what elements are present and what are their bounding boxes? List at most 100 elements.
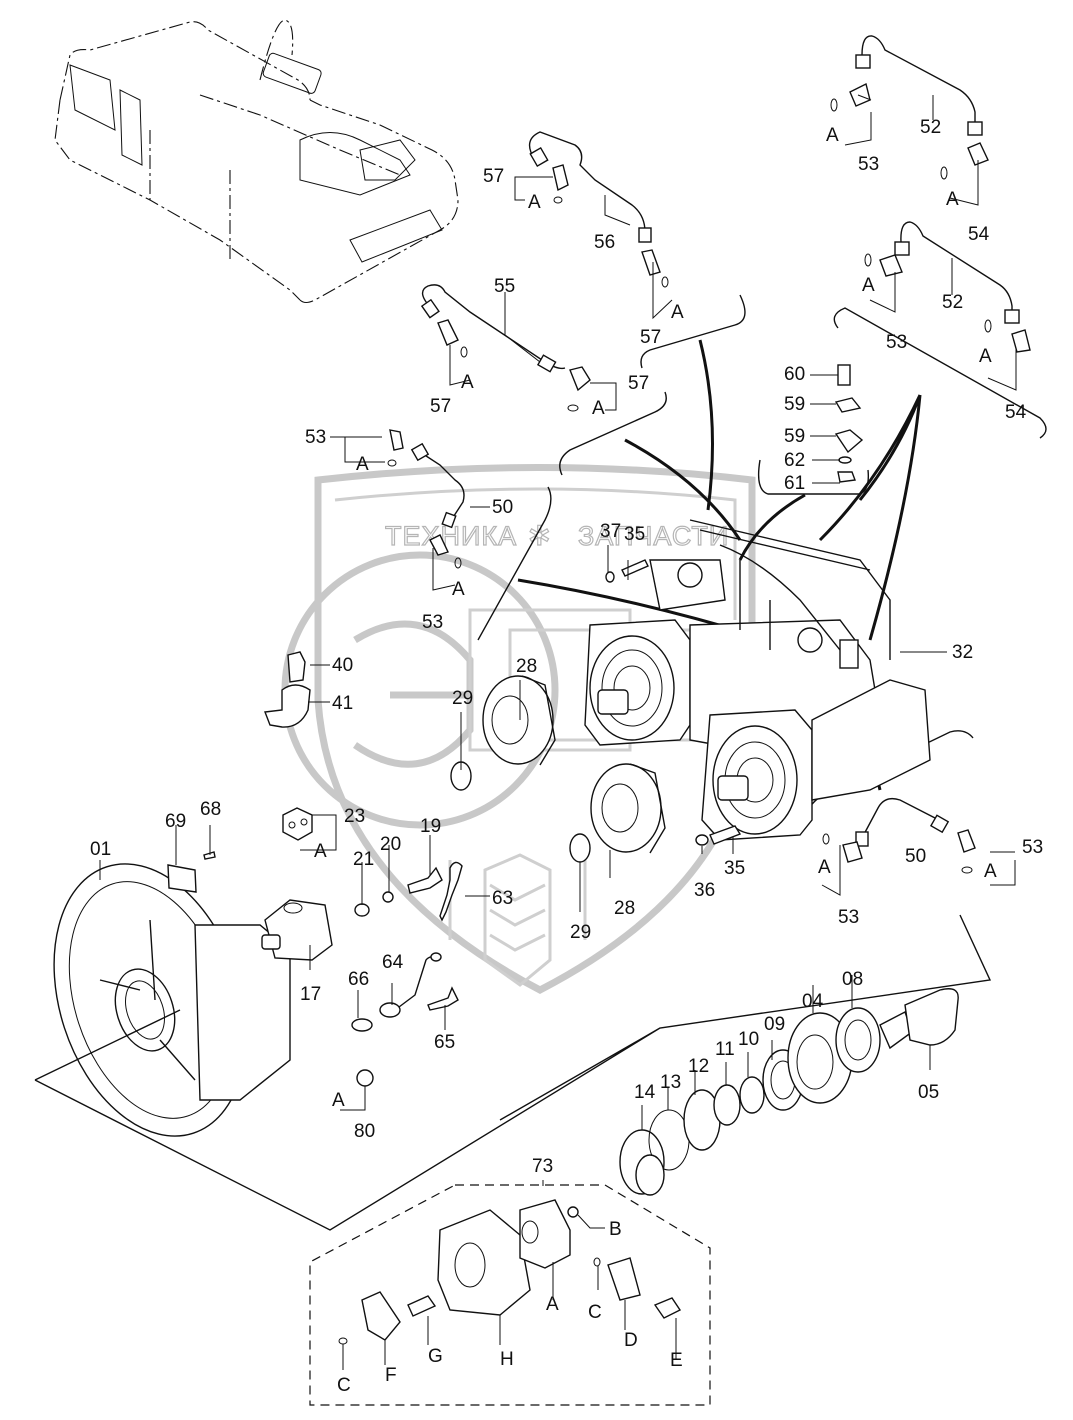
oring-label: A bbox=[826, 125, 839, 146]
plug-80 bbox=[356, 1069, 374, 1087]
bearing-08 bbox=[835, 1007, 881, 1073]
callout-41[interactable]: 41 bbox=[332, 693, 353, 714]
gear-pump-17 bbox=[261, 899, 333, 961]
callout-53-a[interactable]: 53 bbox=[858, 154, 879, 175]
callout-12[interactable]: 12 bbox=[688, 1056, 709, 1077]
callout-56[interactable]: 56 bbox=[594, 232, 615, 253]
callout-36[interactable]: 36 bbox=[694, 880, 715, 901]
callout-59-b[interactable]: 59 bbox=[784, 426, 805, 447]
oring-markers: A A A A A A A A A A A A A A bbox=[314, 125, 997, 1111]
callout-20[interactable]: 20 bbox=[380, 834, 401, 855]
washer-36 bbox=[695, 834, 709, 846]
washer-20 bbox=[382, 891, 394, 903]
oring-label: A bbox=[671, 302, 684, 323]
kit-letter-H[interactable]: H bbox=[500, 1349, 514, 1370]
callout-29-lower[interactable]: 29 bbox=[570, 922, 591, 943]
callout-01[interactable]: 01 bbox=[90, 839, 111, 860]
callout-60[interactable]: 60 bbox=[784, 364, 805, 385]
callout-19[interactable]: 19 bbox=[420, 816, 441, 837]
callout-54-upper[interactable]: 54 bbox=[968, 224, 990, 245]
callout-53-d[interactable]: 53 bbox=[422, 612, 443, 633]
kit-letter-A[interactable]: A bbox=[546, 1294, 559, 1315]
transmission-housing-01 bbox=[53, 863, 291, 1137]
washer-21 bbox=[354, 903, 370, 917]
callout-32[interactable]: 32 bbox=[952, 642, 973, 663]
callout-17[interactable]: 17 bbox=[300, 984, 321, 1005]
callouts: 01 04 05 08 09 10 11 12 13 14 17 19 20 2… bbox=[90, 117, 1043, 1177]
callout-57-c[interactable]: 57 bbox=[628, 373, 649, 394]
washer-37 bbox=[605, 571, 615, 583]
excavator-location-thumbnail bbox=[54, 19, 459, 304]
gear-28-lower bbox=[590, 763, 666, 854]
callout-69[interactable]: 69 bbox=[165, 811, 186, 832]
callout-61[interactable]: 61 bbox=[784, 473, 805, 494]
callout-57-d[interactable]: 57 bbox=[430, 396, 451, 417]
watermark-gear-symbol: ✲ bbox=[528, 521, 552, 551]
bolt-35-upper bbox=[621, 559, 649, 577]
callout-53-e[interactable]: 53 bbox=[1022, 837, 1043, 858]
kit-letter-C-right[interactable]: C bbox=[588, 1302, 602, 1323]
callout-11[interactable]: 11 bbox=[715, 1039, 735, 1060]
callout-40[interactable]: 40 bbox=[332, 655, 353, 676]
oring-label: A bbox=[332, 1090, 345, 1111]
hose-assembly-56 bbox=[528, 131, 669, 288]
callout-08[interactable]: 08 bbox=[842, 969, 863, 990]
callout-37[interactable]: 37 bbox=[600, 521, 621, 542]
callout-59-a[interactable]: 59 bbox=[784, 394, 805, 415]
callout-55[interactable]: 55 bbox=[494, 276, 515, 297]
kit-letter-F[interactable]: F bbox=[385, 1365, 397, 1386]
callout-23[interactable]: 23 bbox=[344, 806, 365, 827]
callout-53-b[interactable]: 53 bbox=[886, 332, 907, 353]
circlip-10 bbox=[739, 1076, 765, 1114]
oring-label: A bbox=[356, 454, 369, 475]
oring-label: A bbox=[946, 189, 959, 210]
kit-letter-D[interactable]: D bbox=[624, 1330, 638, 1351]
gasket-66 bbox=[351, 1018, 373, 1032]
callout-63[interactable]: 63 bbox=[492, 888, 513, 909]
callout-28-upper[interactable]: 28 bbox=[516, 656, 537, 677]
kit-letter-G[interactable]: G bbox=[428, 1346, 443, 1367]
callout-53-f[interactable]: 53 bbox=[838, 907, 859, 928]
kit-letter-B[interactable]: B bbox=[609, 1219, 622, 1240]
callout-35-upper[interactable]: 35 bbox=[624, 524, 645, 545]
callout-64[interactable]: 64 bbox=[382, 952, 404, 973]
callout-57-a[interactable]: 57 bbox=[483, 166, 504, 187]
callout-54-lower[interactable]: 54 bbox=[1005, 402, 1027, 423]
callout-09[interactable]: 09 bbox=[764, 1014, 785, 1035]
gear-28-upper bbox=[482, 675, 556, 766]
callout-04[interactable]: 04 bbox=[802, 991, 824, 1012]
hydraulic-pump-assembly bbox=[584, 519, 931, 841]
callout-21[interactable]: 21 bbox=[353, 849, 374, 870]
kit-letter-C-left[interactable]: C bbox=[337, 1375, 351, 1396]
callout-14[interactable]: 14 bbox=[634, 1082, 656, 1103]
callout-10[interactable]: 10 bbox=[738, 1029, 759, 1050]
callout-13[interactable]: 13 bbox=[660, 1072, 681, 1093]
callout-62[interactable]: 62 bbox=[784, 450, 805, 471]
oring-label: A bbox=[528, 192, 541, 213]
callout-50-left[interactable]: 50 bbox=[492, 497, 513, 518]
callout-65[interactable]: 65 bbox=[434, 1032, 455, 1053]
callout-29-upper[interactable]: 29 bbox=[452, 688, 473, 709]
callout-73[interactable]: 73 bbox=[532, 1156, 553, 1177]
callout-66[interactable]: 66 bbox=[348, 969, 369, 990]
callout-50-right[interactable]: 50 bbox=[905, 846, 926, 867]
callout-68[interactable]: 68 bbox=[200, 799, 221, 820]
pipe-64 bbox=[379, 952, 442, 1018]
coupling-kit-parts bbox=[338, 1154, 682, 1345]
oring-label: A bbox=[452, 579, 465, 600]
oring-label: A bbox=[862, 275, 875, 296]
callout-52-lower[interactable]: 52 bbox=[942, 292, 963, 313]
callout-80[interactable]: 80 bbox=[354, 1121, 375, 1142]
leader-lines bbox=[99, 94, 1017, 1370]
pin-68 bbox=[203, 851, 216, 860]
callout-57-b[interactable]: 57 bbox=[640, 327, 661, 348]
callout-35-lower[interactable]: 35 bbox=[724, 858, 745, 879]
oring-label: A bbox=[818, 857, 831, 878]
callout-28-lower[interactable]: 28 bbox=[614, 898, 635, 919]
callout-52-upper[interactable]: 52 bbox=[920, 117, 941, 138]
kit-letter-E[interactable]: E bbox=[670, 1350, 683, 1371]
bolt-19 bbox=[407, 866, 443, 894]
callout-05[interactable]: 05 bbox=[918, 1082, 939, 1103]
callout-53-c[interactable]: 53 bbox=[305, 427, 326, 448]
bolt-35-lower bbox=[709, 825, 742, 845]
